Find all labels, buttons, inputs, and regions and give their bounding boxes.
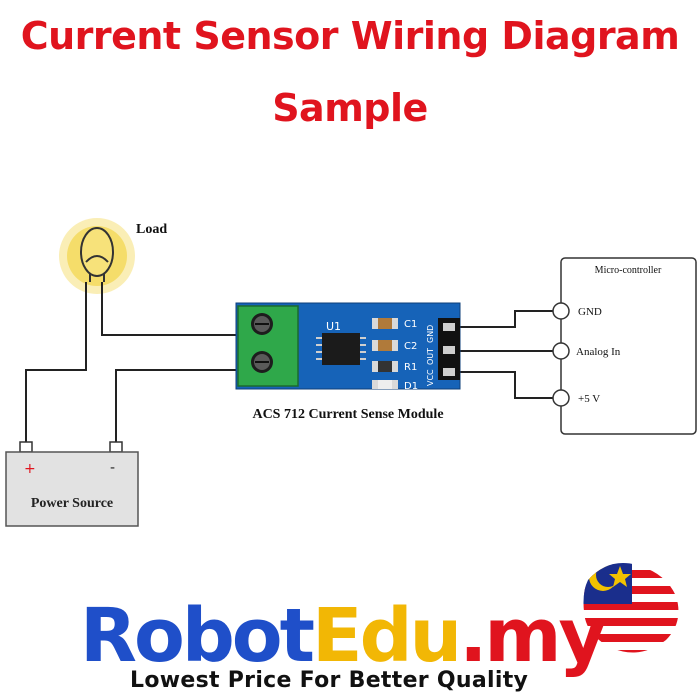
brand-part1: Robot [80, 593, 315, 679]
wire-vcc [460, 371, 560, 399]
component-c1: C1 [404, 319, 417, 330]
pin-label-gnd: GND [426, 325, 435, 343]
microcontroller: Micro-controller GND Analog In +5 V [552, 257, 697, 435]
pin-label-out: OUT [426, 348, 435, 365]
module-caption: ACS 712 Current Sense Module [252, 407, 443, 422]
battery-minus: - [110, 460, 115, 476]
chip-u1 [322, 333, 360, 365]
battery-plus: + [24, 461, 36, 477]
power-source-label: Power Source [31, 496, 113, 511]
brand-part2: Edu [312, 593, 462, 679]
brand-tagline: Lowest Price For Better Quality [130, 668, 529, 693]
chip-label: U1 [326, 320, 341, 333]
component-d1: D1 [404, 381, 418, 392]
wire-terminal-to-battery-minus [115, 369, 240, 442]
component-r1: R1 [404, 362, 417, 373]
mcu-pin-5v: +5 V [578, 393, 600, 405]
component-c2: C2 [404, 341, 417, 352]
wires [25, 282, 560, 442]
microcontroller-title: Micro-controller [595, 265, 662, 276]
mcu-pin-gnd: GND [578, 306, 602, 318]
page-title-line2: Sample [272, 86, 428, 130]
acs712-module: U1 C1 C2 R1 D1 VCC OUT GND [235, 302, 461, 392]
power-source: + - Power Source [5, 441, 139, 527]
light-bulb-icon [59, 218, 135, 294]
page-title-line1: Current Sensor Wiring Diagram [20, 14, 680, 58]
wire-gnd [460, 310, 560, 328]
brand-part3: .my [459, 593, 606, 679]
load-label: Load [136, 222, 167, 237]
wire-load-to-battery-plus [25, 282, 87, 442]
wire-load-to-terminal [101, 282, 240, 336]
brand-logo: RobotEdu.my [80, 593, 607, 679]
pin-label-vcc: VCC [426, 369, 435, 386]
mcu-pin-analog-in: Analog In [576, 346, 621, 358]
